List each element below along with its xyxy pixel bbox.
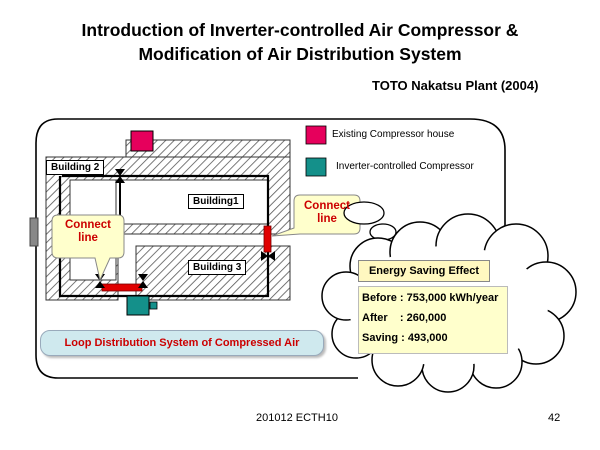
building-1-block <box>125 139 291 158</box>
callout-left <box>51 214 125 282</box>
loop-distribution-label: Loop Distribution System of Compressed A… <box>40 330 324 356</box>
legend-existing-label: Existing Compressor house <box>332 129 455 140</box>
plant-subtitle: TOTO Nakatsu Plant (2004) <box>372 78 539 93</box>
inverter-compressor-small <box>149 301 158 310</box>
title-line-2: Modification of Air Distribution System <box>138 44 462 64</box>
existing-compressor-house <box>130 130 154 152</box>
connect-right-line1: Connect <box>304 200 350 212</box>
legend-swatch-inverter <box>305 157 327 177</box>
connect-left-line2: line <box>78 232 98 244</box>
connect-line-label-right: Connect line <box>296 200 358 226</box>
connect-line-label-left: Connect line <box>54 219 122 245</box>
legend-swatch-existing <box>305 125 327 145</box>
building-3-label: Building 3 <box>188 260 247 275</box>
page-number: 42 <box>548 412 561 424</box>
legend-inverter-label: Inverter-controlled Compressor <box>336 161 474 172</box>
title-line-1: Introduction of Inverter-controlled Air … <box>81 20 519 40</box>
plant-boundary <box>35 118 506 379</box>
site-gate <box>29 217 39 247</box>
connect-line-right <box>263 225 272 253</box>
building-2-label: Building 2 <box>46 160 105 175</box>
valve-right <box>261 251 275 261</box>
energy-after: After : 260,000 <box>362 312 447 324</box>
energy-saving-heading: Energy Saving Effect <box>358 260 490 282</box>
footer-code: 201012 ECTH10 <box>256 412 338 424</box>
connect-line-bottom <box>101 283 143 292</box>
thought-bubble-1 <box>343 201 385 225</box>
inverter-compressor <box>126 295 150 316</box>
valve-top <box>115 169 125 183</box>
slide-title: Introduction of Inverter-controlled Air … <box>0 18 600 66</box>
energy-saving: Saving : 493,000 <box>362 332 448 344</box>
energy-saving-box <box>358 286 508 354</box>
building-1-label: Building1 <box>188 194 244 209</box>
connect-left-line1: Connect <box>65 219 111 231</box>
callout-right <box>271 194 361 237</box>
valve-bottom-right <box>138 274 148 288</box>
energy-before: Before : 753,000 kWh/year <box>362 292 499 304</box>
connect-right-line2: line <box>317 213 337 225</box>
